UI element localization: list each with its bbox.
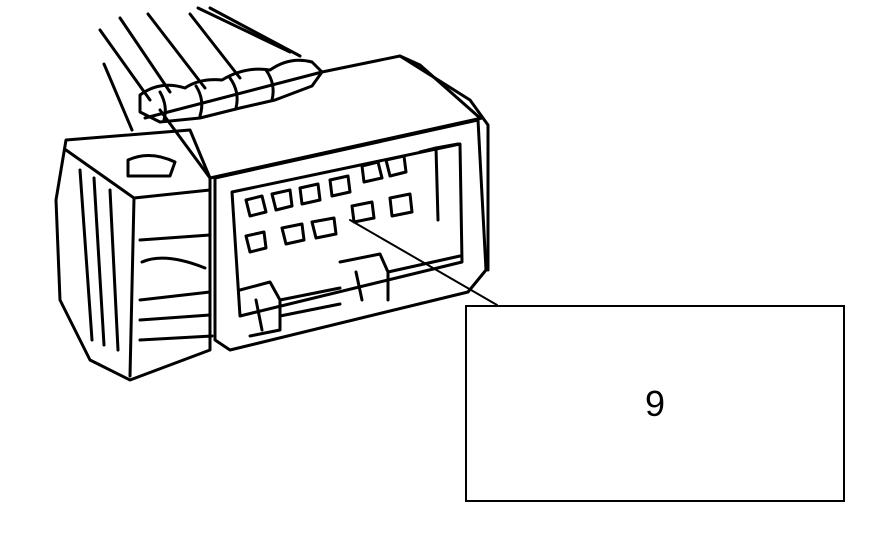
callout-label: 9 <box>644 382 666 424</box>
wire-bundle <box>98 6 302 132</box>
terminal-cavities <box>244 142 460 254</box>
rear-latch-block <box>54 128 214 382</box>
callout-box: 9 <box>465 305 845 502</box>
leader-line <box>349 219 498 306</box>
lock-ribs <box>238 252 462 338</box>
connector-housing <box>143 54 490 352</box>
